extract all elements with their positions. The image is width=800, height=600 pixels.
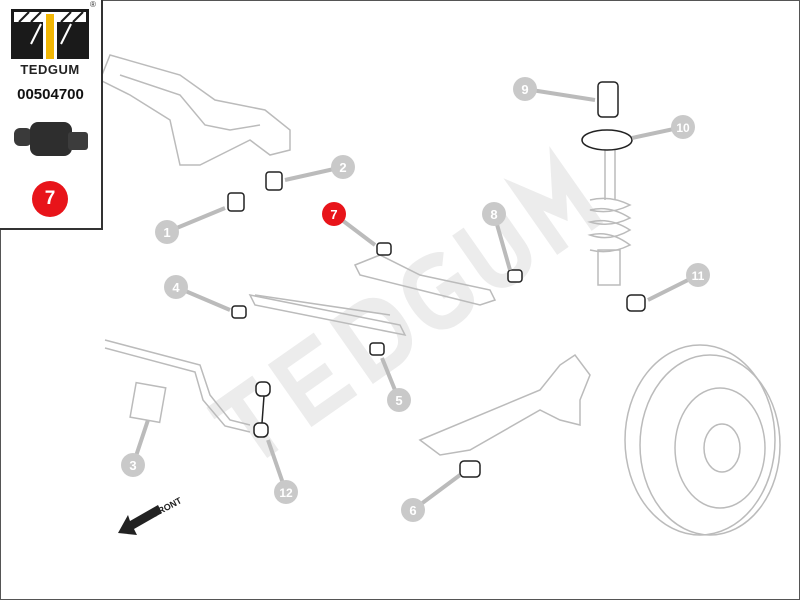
bushing-4: [231, 305, 247, 319]
link-12-top: [255, 381, 271, 397]
callout-label: 12: [279, 486, 293, 500]
callout-10[interactable]: 10: [671, 115, 695, 139]
callout-label: 6: [409, 503, 416, 518]
watermark-graphic: [206, 146, 604, 458]
callout-7-highlighted[interactable]: 7: [322, 202, 346, 226]
callout-label: 10: [676, 121, 690, 135]
callout-label: 2: [339, 160, 346, 175]
registered-mark: ®: [90, 0, 96, 9]
callout-label: 8: [490, 207, 497, 222]
callout-3[interactable]: 3: [121, 453, 145, 477]
spring-seat-10: [581, 129, 633, 151]
callout-label: 3: [129, 458, 136, 473]
bushing-8: [507, 269, 523, 283]
callout-2[interactable]: 2: [331, 155, 355, 179]
bump-stop-9: [597, 81, 619, 118]
line-art: [99, 54, 781, 536]
callout-label: 4: [172, 280, 180, 295]
link-12-bottom: [253, 422, 269, 438]
callout-label: 1: [163, 225, 170, 240]
callout-4[interactable]: 4: [164, 275, 188, 299]
callout-6[interactable]: 6: [401, 498, 425, 522]
tedgum-logo: [11, 9, 89, 59]
link-12-rod: [261, 395, 265, 424]
callout-label: 9: [521, 82, 528, 97]
front-arrow: FRONT: [118, 495, 184, 535]
bushings: [227, 81, 646, 478]
part-info-box: ® TEDGUM 00504700 7: [0, 0, 103, 230]
callout-12[interactable]: 12: [274, 480, 298, 504]
bushing-5: [369, 342, 385, 356]
part-number: 00504700: [17, 86, 84, 103]
position-badge: 7: [32, 181, 68, 217]
callout-8[interactable]: 8: [482, 202, 506, 226]
callout-label: 5: [395, 393, 402, 408]
arrow-icon: [118, 505, 162, 535]
brand-name: TEDGUM: [20, 62, 80, 77]
callout-11[interactable]: 11: [686, 263, 710, 287]
callout-5[interactable]: 5: [387, 388, 411, 412]
callout-9[interactable]: 9: [513, 77, 537, 101]
callout-label: 11: [692, 269, 705, 283]
callout-1[interactable]: 1: [155, 220, 179, 244]
callout-label: 7: [330, 207, 337, 222]
front-label: FRONT: [151, 495, 184, 519]
bushing-7: [376, 242, 392, 256]
bushing-product-image: [14, 122, 88, 156]
bushing-1: [227, 192, 245, 212]
bushing-6: [459, 460, 481, 478]
bushing-11: [626, 294, 646, 312]
bushing-2: [265, 171, 283, 191]
